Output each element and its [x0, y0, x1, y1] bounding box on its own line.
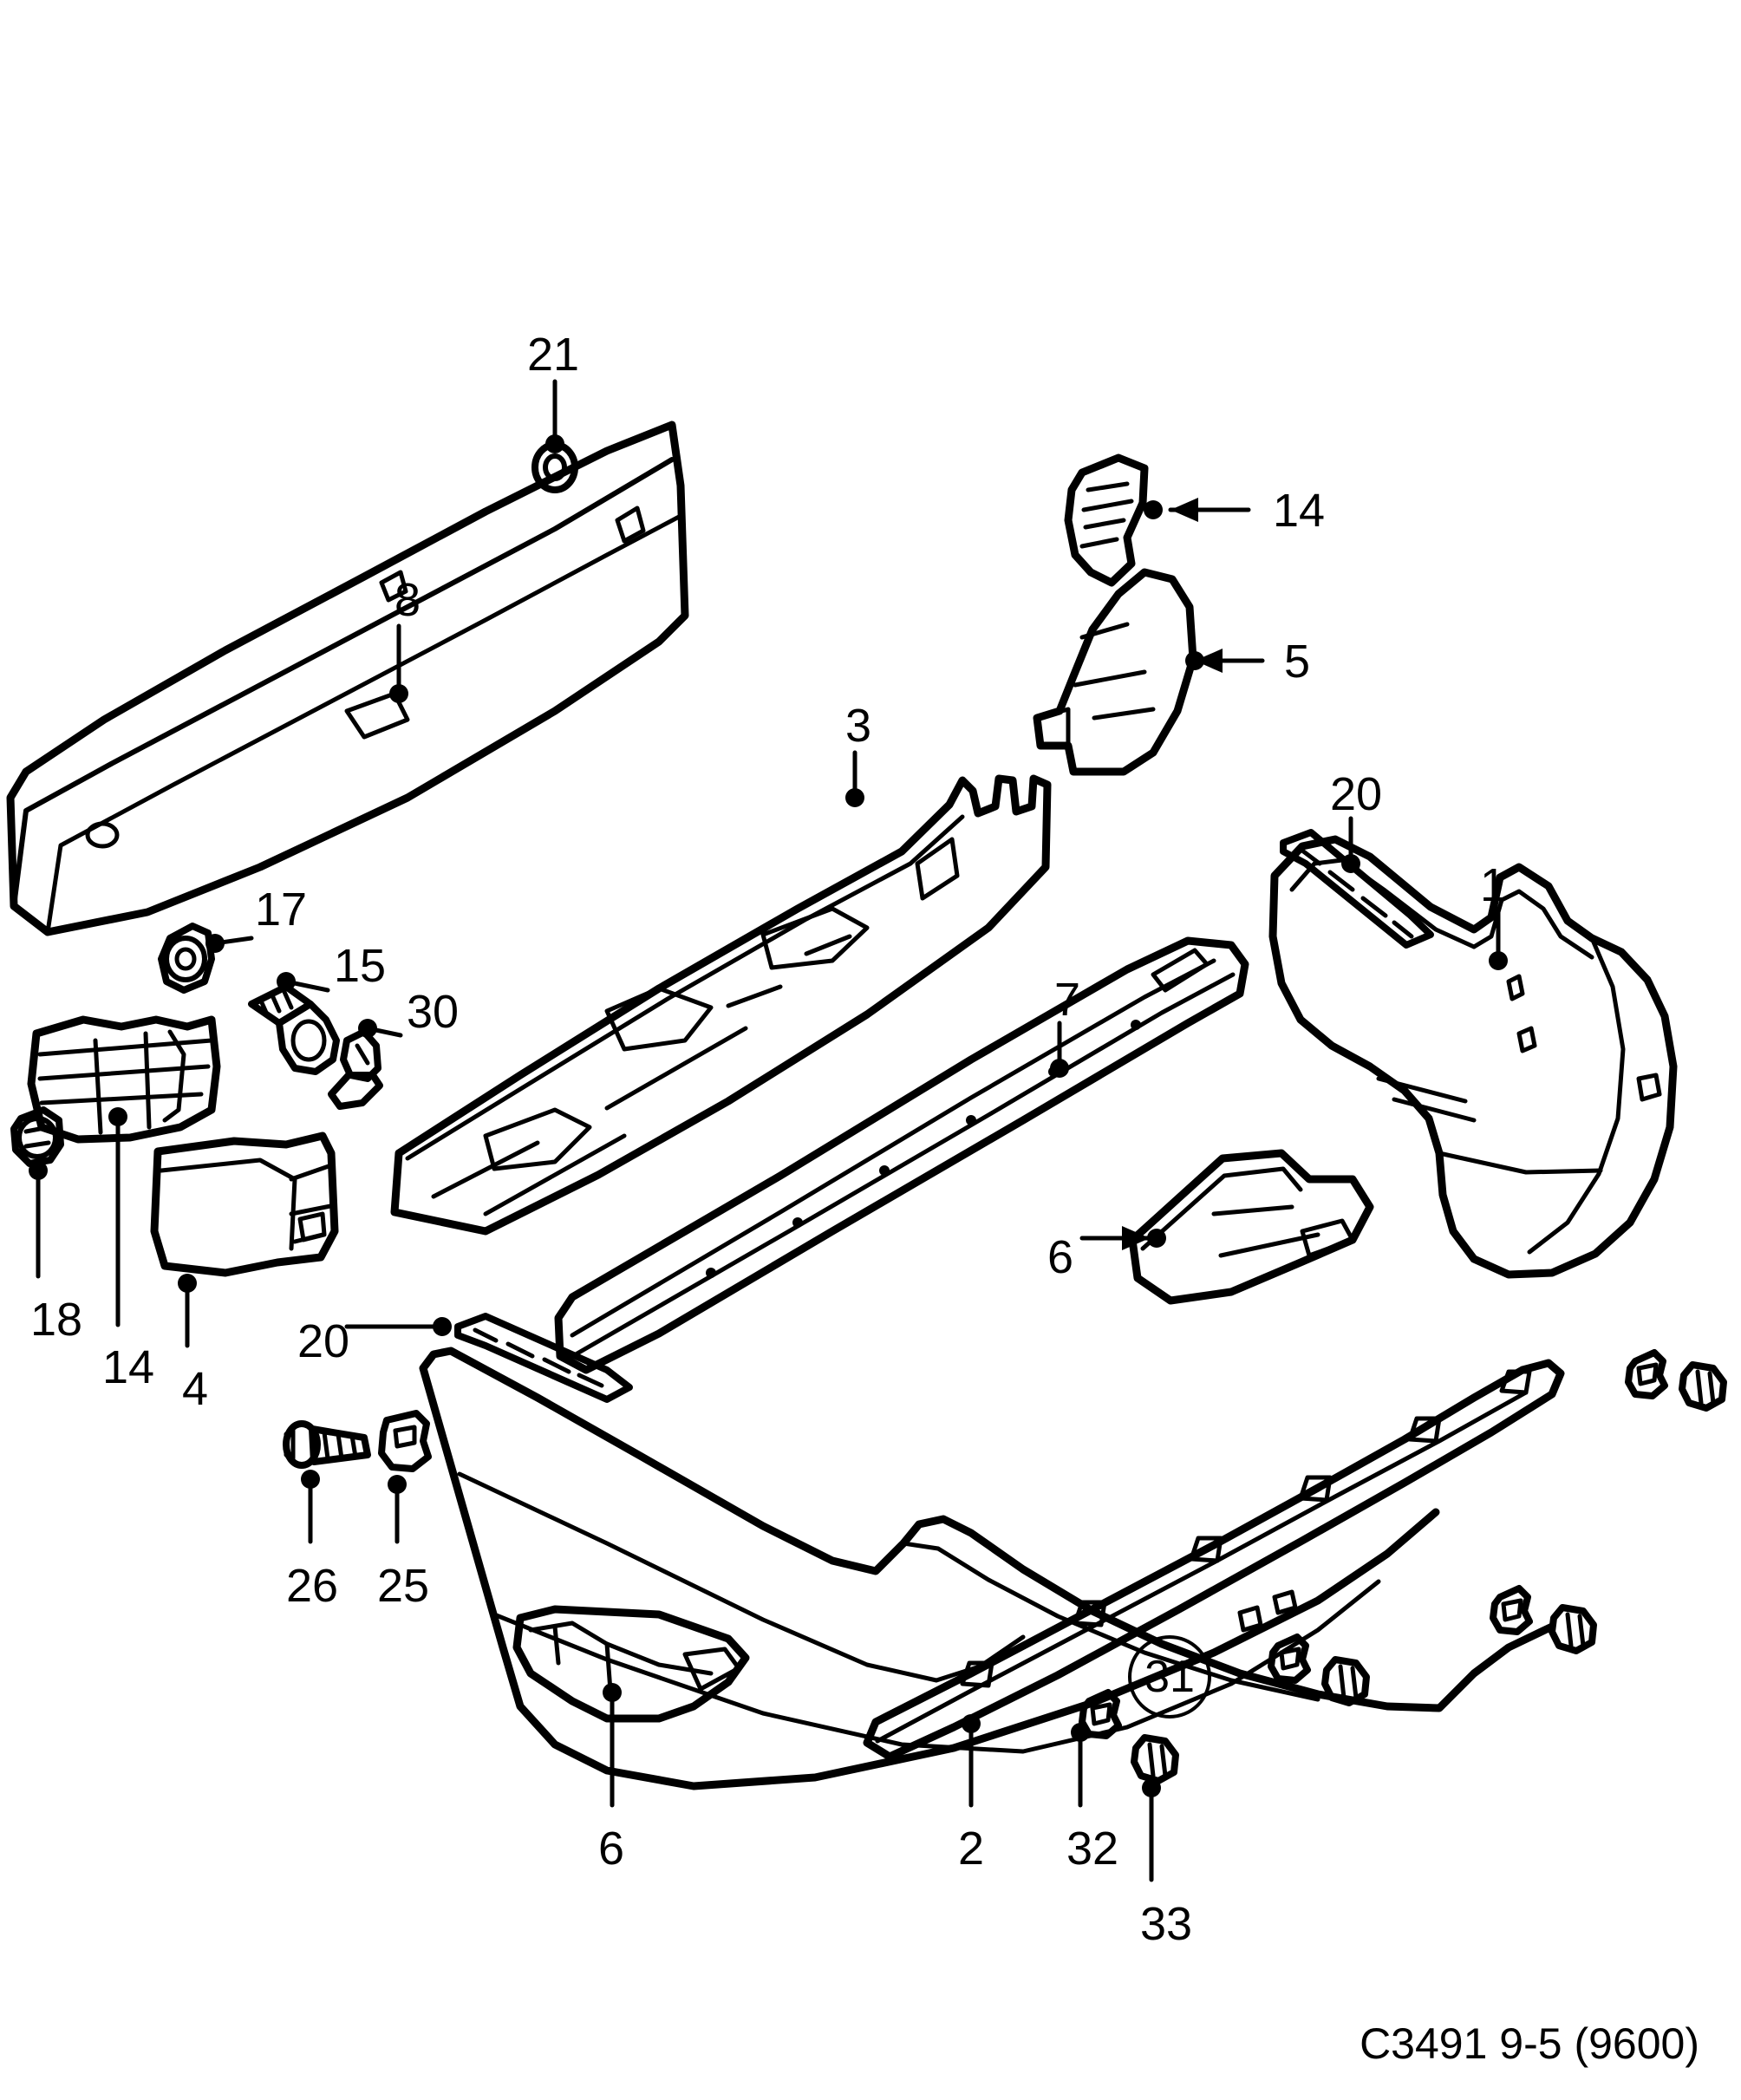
callout-6-bottom: 6 — [598, 1823, 625, 1875]
footer-part-code: C3491 9-5 (9600) — [1360, 2019, 1699, 2068]
part-grommet-nut-17 — [158, 923, 215, 994]
part-nut-18 — [10, 1106, 64, 1167]
clip-pair-mid-right — [1490, 1585, 1597, 1654]
callout-21: 21 — [527, 329, 580, 381]
callout-1: 1 — [1480, 859, 1507, 911]
callout-17: 17 — [255, 884, 308, 936]
part-bracket-14-upper — [1064, 453, 1149, 587]
callout-32: 32 — [1066, 1823, 1119, 1875]
callout-20-left: 20 — [297, 1315, 350, 1367]
part-lower-valance-2 — [863, 1359, 1565, 1761]
callout-14-upper: 14 — [1273, 485, 1326, 537]
callout-20-right: 20 — [1330, 768, 1383, 820]
callout-3: 3 — [845, 700, 872, 752]
part-bumper-reinforcement-bar — [6, 421, 689, 936]
part-bolt-15 — [248, 983, 340, 1075]
callout-14-lower: 14 — [102, 1341, 155, 1393]
part-clip-25 — [378, 1410, 432, 1472]
callout-2: 2 — [958, 1823, 985, 1875]
part-energy-absorber-3 — [390, 774, 1052, 1236]
part-screw-26 — [283, 1420, 371, 1469]
callout-5: 5 — [1284, 636, 1311, 688]
part-impact-strip-20-right — [1280, 829, 1434, 949]
callout-18: 18 — [30, 1294, 83, 1346]
callout-31-group: 31 — [1128, 1635, 1211, 1718]
callout-8: 8 — [394, 574, 421, 626]
part-retainer-clip-32 — [1079, 1689, 1122, 1739]
callout-30: 30 — [407, 986, 460, 1038]
part-mounting-bracket-6-center — [1128, 1149, 1374, 1305]
callout-4: 4 — [182, 1363, 209, 1415]
callout-15: 15 — [334, 940, 387, 992]
clip-pair-upper-right — [1625, 1349, 1727, 1412]
part-bumper-cover-1 — [1268, 835, 1678, 1279]
clip-pair-lower-right — [1268, 1634, 1370, 1706]
leader-lines — [29, 379, 1508, 1882]
callout-33: 33 — [1140, 1898, 1193, 1950]
part-side-bracket-5 — [1033, 568, 1197, 776]
part-impact-strip-20-left — [454, 1313, 633, 1403]
part-corner-pad-4 — [150, 1132, 339, 1277]
callout-25: 25 — [377, 1560, 430, 1612]
part-bumper-cover-main — [419, 1347, 1556, 1790]
part-push-pin-33 — [1131, 1734, 1179, 1784]
callout-7: 7 — [1054, 974, 1081, 1026]
callout-26: 26 — [286, 1560, 339, 1612]
callout-6-center: 6 — [1047, 1231, 1074, 1283]
part-mounting-bracket-6-bottom — [512, 1605, 750, 1723]
